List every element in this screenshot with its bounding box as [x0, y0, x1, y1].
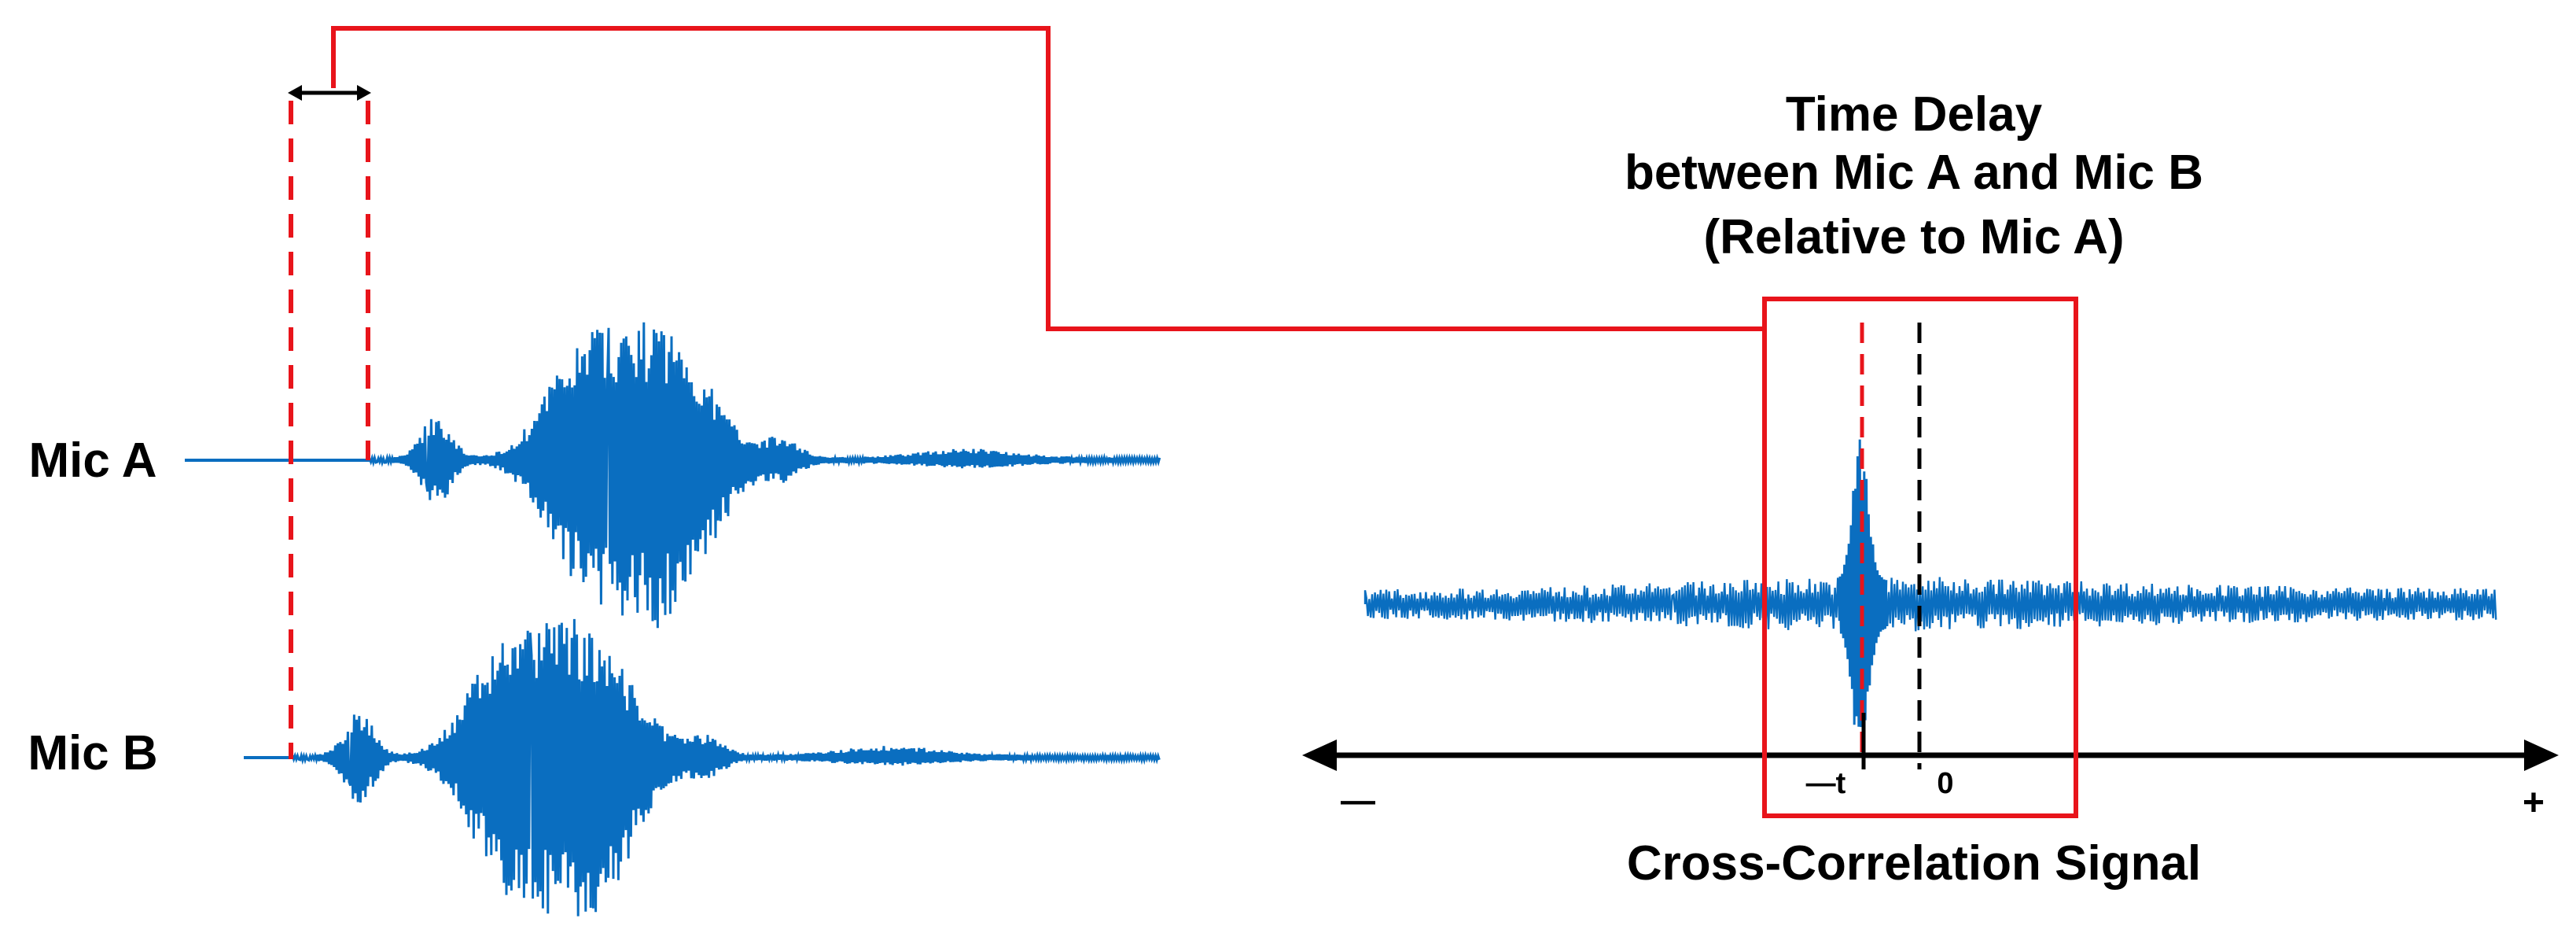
connector-line — [331, 26, 1765, 331]
mic-a-waveform — [368, 322, 1161, 629]
neg-t-label: —t — [1806, 767, 1846, 800]
mic-b-label: Mic B — [28, 726, 157, 780]
delay-title-line-3: (Relative to Mic A) — [1703, 210, 2124, 264]
cross-correlation-signal — [1363, 439, 2497, 744]
lag-axis — [1302, 740, 2559, 771]
cross-correlation-waveform — [1363, 577, 2497, 632]
mic-b-waveform — [291, 618, 1161, 917]
right-arrowhead — [2524, 740, 2559, 771]
zero-label: 0 — [1937, 767, 1953, 800]
axis-minus-label: — — [1341, 781, 1375, 820]
waveforms — [185, 322, 1161, 917]
onset-delay-arrow — [288, 85, 371, 101]
delay-title-line-1: Time Delay — [1786, 87, 2043, 142]
left-arrowhead — [1302, 740, 1337, 771]
cross-correlation-caption: Cross-Correlation Signal — [1627, 836, 2201, 891]
delay-highlight-box — [1762, 297, 2078, 818]
mic-a-label: Mic A — [28, 433, 156, 488]
delay-title-line-2: between Mic A and Mic B — [1625, 146, 2203, 200]
axis-plus-label: + — [2523, 782, 2545, 824]
